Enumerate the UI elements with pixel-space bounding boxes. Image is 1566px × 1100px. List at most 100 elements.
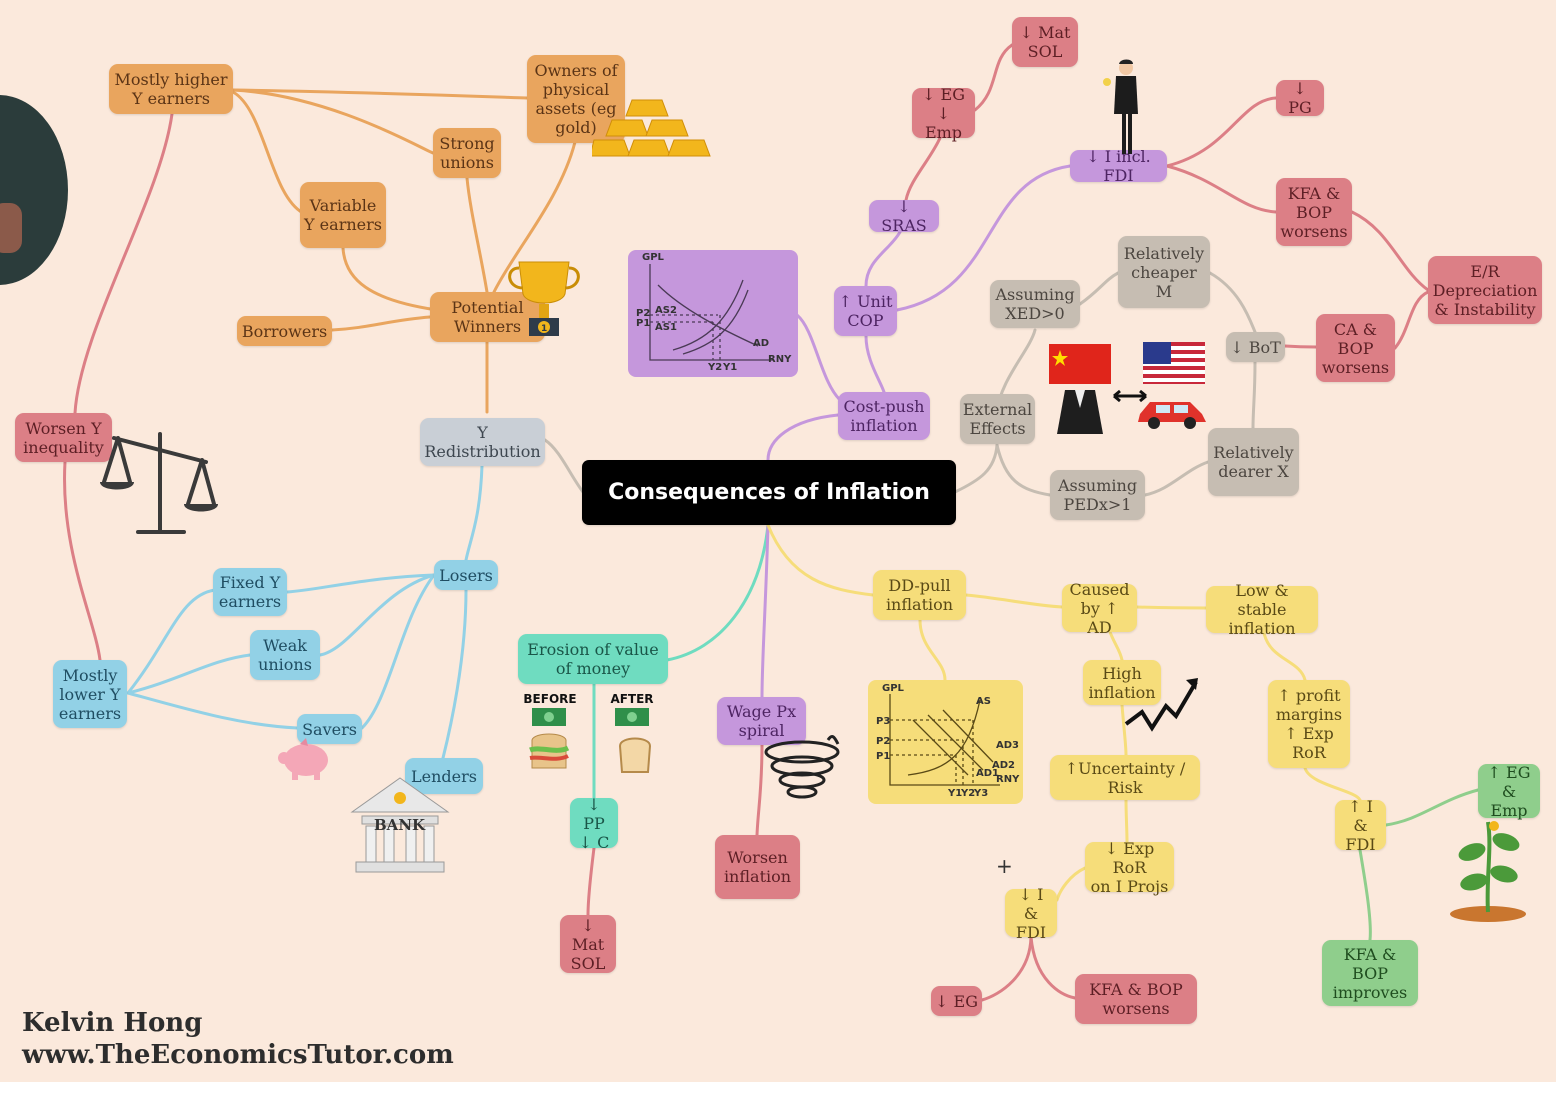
graph-label-as1: AS1 [655, 322, 677, 333]
node-mostly-lower-y-earners[interactable]: Mostly lower Y earners [53, 660, 127, 728]
graph-label-rny-dd: RNY [996, 774, 1020, 785]
node-sras[interactable]: ↓ SRAS [869, 197, 939, 235]
graph-label-p2-dd: P2 [876, 736, 890, 747]
bottom-margin [0, 1082, 1566, 1100]
graph-label-p3: P3 [876, 716, 890, 727]
node-borrowers[interactable]: Borrowers [237, 316, 332, 346]
graph-label-as-dd: AS [976, 696, 991, 707]
double-arrow-icon [1113, 389, 1147, 403]
node-y-redistribution[interactable]: Y Redistribution [420, 418, 545, 466]
central-topic[interactable]: Consequences of Inflation [582, 460, 956, 525]
graph-label-y1: Y1 [722, 362, 737, 373]
node-mat-sol-bottom[interactable]: ↓ Mat SOL [560, 915, 616, 973]
cost-push-graph: GPL RNY P2 P1 AS2 AS1 AD Y2 Y1 [628, 250, 798, 377]
node-eg-emp-up[interactable]: ↑ EG & Emp [1478, 763, 1540, 820]
node-eg-emp-down[interactable]: ↓ EG ↓ Emp [912, 85, 975, 142]
node-er-depreciation[interactable]: E/R Depreciation & Instability [1428, 256, 1542, 324]
upward-trend-icon [1124, 678, 1198, 732]
node-eg-down[interactable]: ↓ EG [931, 986, 982, 1016]
node-savers[interactable]: Savers [297, 714, 362, 744]
graph-label-gpl: GPL [642, 252, 665, 263]
node-exp-ror-projs[interactable]: ↓ Exp RoR on I Projs [1085, 839, 1174, 896]
node-relatively-cheaper-m[interactable]: Relatively cheaper M [1118, 236, 1210, 308]
bank-icon: BANK [350, 777, 450, 873]
node-i-fdi-up[interactable]: ↑ I & FDI [1335, 797, 1386, 854]
node-fixed-y-earners[interactable]: Fixed Y earners [213, 568, 287, 616]
node-pg[interactable]: ↓ PG [1276, 79, 1324, 117]
bank-text: BANK [374, 816, 426, 834]
graph-label-rny: RNY [768, 354, 792, 365]
after-label: AFTER [610, 692, 654, 706]
graph-label-ad2: AD2 [992, 760, 1015, 771]
node-mostly-higher-y-earners[interactable]: Mostly higher Y earners [109, 64, 233, 114]
graph-label-p1: P1 [636, 318, 650, 329]
node-external-effects[interactable]: External Effects [960, 394, 1035, 444]
trophy-badge-text: 1 [541, 324, 547, 334]
node-weak-unions[interactable]: Weak unions [250, 630, 320, 680]
before-label: BEFORE [523, 692, 577, 706]
node-high-inflation[interactable]: High inflation [1083, 660, 1161, 705]
graph-label-y2-dd: Y2 [960, 788, 975, 799]
right-margin [1556, 0, 1566, 1100]
trophy-icon: 1 [508, 261, 580, 336]
spiral-icon [764, 735, 840, 799]
graph-label-p1-dd: P1 [876, 751, 890, 762]
node-cost-push-inflation[interactable]: Cost-push inflation [838, 392, 930, 440]
suit-icon [1057, 390, 1103, 434]
graph-label-ad3: AD3 [996, 740, 1019, 751]
node-strong-unions[interactable]: Strong unions [433, 128, 501, 178]
graph-label-p2: P2 [636, 308, 650, 319]
bread-icon [618, 737, 652, 773]
node-kfa-bop-improves[interactable]: KFA & BOP improves [1322, 940, 1418, 1006]
money-icon [532, 708, 566, 726]
node-lenders[interactable]: Lenders [405, 758, 483, 794]
node-worsen-inflation[interactable]: Worsen inflation [715, 835, 800, 899]
connector-lines [63, 43, 1480, 1002]
node-ca-bop-worsens[interactable]: CA & BOP worsens [1316, 314, 1395, 382]
scales-icon [100, 432, 218, 534]
node-relatively-dearer-x[interactable]: Relatively dearer X [1208, 428, 1299, 496]
gold-bars-icon [592, 99, 711, 157]
graph-label-ad1: AD1 [976, 768, 999, 779]
plus-cursor-icon: + [996, 854, 1013, 878]
graph-label-as2: AS2 [655, 305, 677, 316]
graph-label-y2: Y2 [707, 362, 722, 373]
node-assuming-xed[interactable]: Assuming XED>0 [990, 280, 1080, 328]
node-bot[interactable]: ↓ BoT [1226, 332, 1285, 362]
node-caused-by-ad[interactable]: Caused by ↑ AD [1062, 580, 1137, 637]
node-potential-winners[interactable]: Potential Winners [430, 292, 545, 342]
node-uncertainty-risk[interactable]: ↑Uncertainty / Risk [1050, 755, 1200, 800]
node-pp-c[interactable]: ↓ PP ↓ C [570, 795, 618, 852]
node-worsen-y-inequality[interactable]: Worsen Y inequality [15, 413, 112, 462]
author-website[interactable]: www.TheEconomicsTutor.com [22, 1040, 454, 1070]
node-i-fdi-down[interactable]: ↓ I & FDI [1005, 885, 1057, 942]
dd-pull-graph: GPL RNY AS AD3 AD2 AD1 P3 P2 P1 Y1 Y2 Y3 [868, 680, 1023, 804]
node-variable-y-earners[interactable]: Variable Y earners [300, 182, 386, 248]
node-losers[interactable]: Losers [434, 560, 498, 590]
node-owners-physical-assets[interactable]: Owners of physical assets (eg gold) [527, 55, 625, 143]
graph-label-y1-dd: Y1 [947, 788, 962, 799]
china-flag-icon [1049, 344, 1111, 384]
sandwich-icon [529, 733, 570, 769]
money-icon [615, 708, 649, 726]
plant-icon [1450, 821, 1526, 922]
piggy-bank-icon [278, 738, 328, 780]
car-icon [1138, 402, 1206, 429]
node-kfa-bop-worsens-top[interactable]: KFA & BOP worsens [1276, 178, 1352, 246]
author-name: Kelvin Hong [22, 1008, 203, 1038]
graph-label-gpl-dd: GPL [882, 683, 905, 694]
node-wage-px-spiral[interactable]: Wage Px spiral [717, 697, 806, 745]
graph-label-ad: AD [753, 338, 769, 349]
mind-map-canvas: Consequences of Inflation Mostly higher … [0, 0, 1556, 1082]
node-i-incl-fdi[interactable]: ↓ I incl. FDI [1070, 147, 1167, 185]
node-erosion-value-money[interactable]: Erosion of value of money [518, 634, 668, 684]
node-profit-margins[interactable]: ↑ profit margins ↑ Exp RoR [1268, 680, 1350, 768]
usa-flag-icon [1143, 342, 1205, 384]
node-mat-sol-top[interactable]: ↓ Mat SOL [1012, 17, 1078, 67]
node-unit-cop[interactable]: ↑ Unit COP [834, 286, 897, 336]
node-dd-pull-inflation[interactable]: DD-pull inflation [873, 570, 966, 620]
node-assuming-ped[interactable]: Assuming PEDx>1 [1050, 470, 1145, 520]
businessman-icon [1103, 59, 1138, 154]
node-low-stable-inflation[interactable]: Low & stable inflation [1206, 581, 1318, 638]
node-kfa-bop-worsens-bottom[interactable]: KFA & BOP worsens [1075, 974, 1197, 1024]
